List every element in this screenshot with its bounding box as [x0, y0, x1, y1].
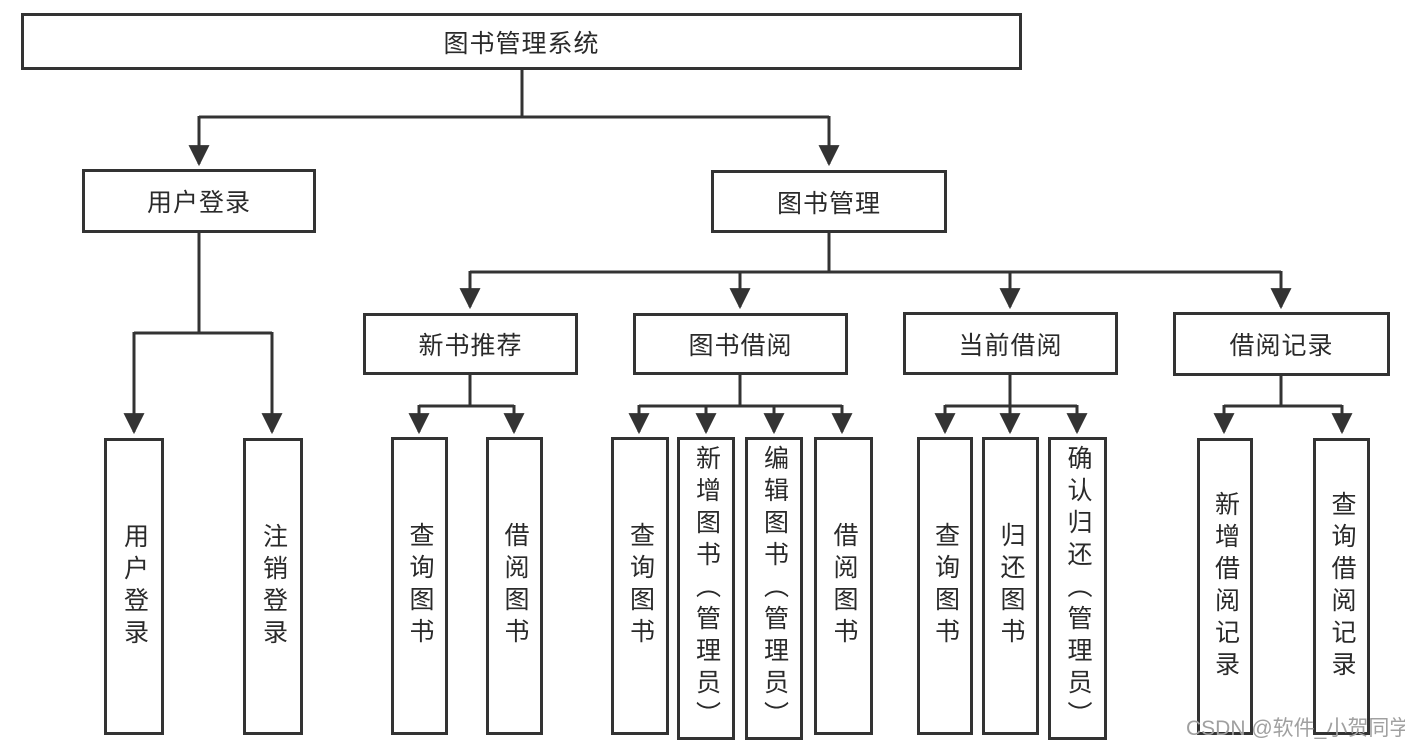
node-current-borrowing-label: 当前借阅: [958, 331, 1063, 360]
leaf-borrow-books-recommend: 借阅图书: [486, 437, 543, 735]
node-new-book-recommend: 新书推荐: [363, 313, 578, 375]
node-book-management: 图书管理: [711, 170, 947, 233]
leaf-borrow-books-recommend-label: 借阅图书: [501, 522, 529, 650]
leaf-query-books-recommend-label: 查询图书: [406, 522, 434, 650]
leaf-add-borrow-record: 新增借阅记录: [1197, 438, 1253, 735]
leaf-query-borrow-record-label: 查询借阅记录: [1328, 490, 1356, 683]
leaf-query-books-recommend: 查询图书: [391, 437, 448, 735]
leaf-return-books-label: 归还图书: [997, 522, 1025, 650]
leaf-query-books-borrowing: 查询图书: [611, 437, 669, 735]
leaf-add-books-admin: 新增图书（管理员）: [677, 437, 735, 740]
leaf-logout: 注销登录: [243, 438, 303, 735]
leaf-edit-books-admin: 编辑图书（管理员）: [745, 437, 803, 740]
leaf-edit-books-admin-label: 编辑图书（管理员）: [760, 444, 789, 733]
leaf-query-books-current-label: 查询图书: [931, 522, 960, 650]
node-book-borrowing-label: 图书借阅: [688, 332, 793, 360]
leaf-add-books-admin-label: 新增图书（管理员）: [692, 444, 721, 733]
node-book-management-label: 图书管理: [776, 189, 881, 218]
leaf-confirm-return-admin: 确认归还（管理员）: [1048, 437, 1107, 740]
leaf-query-borrow-record: 查询借阅记录: [1313, 438, 1370, 735]
node-current-borrowing: 当前借阅: [903, 312, 1118, 375]
node-borrowing-records: 借阅记录: [1173, 312, 1390, 376]
leaf-return-books: 归还图书: [982, 437, 1039, 735]
csdn-watermark: CSDN @软件_小贺同学: [1186, 717, 1405, 740]
leaf-borrow-books: 借阅图书: [814, 437, 873, 735]
node-root-label: 图书管理系统: [443, 29, 600, 58]
leaf-logout-label: 注销登录: [259, 522, 288, 651]
node-borrowing-records-label: 借阅记录: [1229, 332, 1334, 360]
node-root-system: 图书管理系统: [21, 13, 1022, 70]
leaf-add-borrow-record-label: 新增借阅记录: [1211, 490, 1240, 683]
leaf-query-books-borrowing-label: 查询图书: [626, 522, 655, 650]
leaf-borrow-books-label: 借阅图书: [830, 522, 858, 650]
node-book-borrowing: 图书借阅: [633, 313, 848, 375]
leaf-user-login: 用户登录: [104, 438, 164, 735]
leaf-query-books-current: 查询图书: [917, 437, 973, 735]
node-new-book-recommend-label: 新书推荐: [418, 332, 523, 360]
node-user-login-label: 用户登录: [146, 189, 251, 217]
leaf-user-login-label: 用户登录: [120, 522, 149, 651]
leaf-confirm-return-admin-label: 确认归还（管理员）: [1064, 444, 1092, 733]
node-user-login: 用户登录: [82, 169, 316, 233]
